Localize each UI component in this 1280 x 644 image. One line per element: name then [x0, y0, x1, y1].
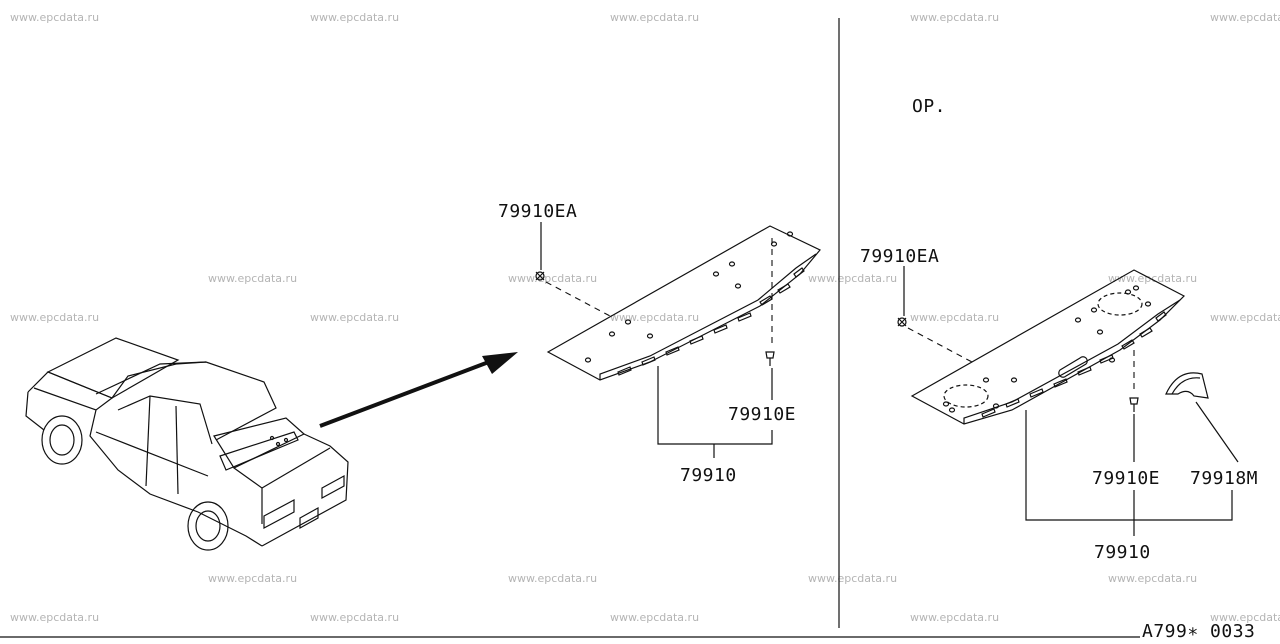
push-clip-icon — [765, 351, 775, 366]
part-label-shelf: 79910 — [680, 465, 737, 486]
option-label: OP. — [912, 96, 946, 117]
push-clip-icon — [1129, 397, 1139, 412]
part-label-clip-e: 79910E — [1092, 468, 1160, 489]
part-label-clip-e: 79910E — [728, 404, 796, 425]
watermark: www.epcdata.ru — [910, 311, 999, 324]
watermark: www.epcdata.ru — [808, 272, 897, 285]
watermark: www.epcdata.ru — [1108, 272, 1197, 285]
car-illustration — [25, 337, 349, 551]
arrow-icon — [319, 352, 518, 428]
leader-dashed — [907, 327, 973, 363]
watermark: www.epcdata.ru — [610, 11, 699, 24]
watermark: www.epcdata.ru — [10, 311, 99, 324]
clip-icon — [535, 271, 545, 281]
watermark: www.epcdata.ru — [1210, 11, 1280, 24]
watermark: www.epcdata.ru — [1210, 611, 1280, 624]
watermark: www.epcdata.ru — [1108, 572, 1197, 585]
watermark: www.epcdata.ru — [10, 11, 99, 24]
watermark: www.epcdata.ru — [208, 272, 297, 285]
watermark: www.epcdata.ru — [610, 611, 699, 624]
watermark: www.epcdata.ru — [910, 611, 999, 624]
watermark: www.epcdata.ru — [208, 572, 297, 585]
shelf-vent-slots — [981, 311, 1167, 418]
watermark: www.epcdata.ru — [310, 611, 399, 624]
clip-icon — [897, 317, 907, 327]
rear-parcel-shelf-right — [910, 269, 1186, 425]
rear-parcel-shelf-left — [546, 225, 821, 381]
part-label-shelf: 79910 — [1094, 542, 1151, 563]
watermark: www.epcdata.ru — [508, 272, 597, 285]
bracket-line — [657, 366, 773, 445]
watermark: www.epcdata.ru — [508, 572, 597, 585]
bracket-line — [1025, 410, 1233, 521]
part-label-clip-ea: 79910EA — [498, 201, 577, 222]
watermark: www.epcdata.ru — [910, 11, 999, 24]
watermark: www.epcdata.ru — [310, 311, 399, 324]
watermark: www.epcdata.ru — [610, 311, 699, 324]
watermark: www.epcdata.ru — [310, 11, 399, 24]
part-label-clip-ea: 79910EA — [860, 246, 939, 267]
watermark-layer: www.epcdata.ru www.epcdata.ru www.epcdat… — [10, 11, 1280, 624]
leader-line — [1195, 401, 1239, 463]
watermark: www.epcdata.ru — [1210, 311, 1280, 324]
watermark: www.epcdata.ru — [10, 611, 99, 624]
leader-dashed — [545, 281, 611, 317]
diagram-code: A799∗ 0033 — [1142, 621, 1255, 640]
speaker-cover-icon — [1165, 372, 1209, 399]
part-label-speaker-cover: 79918M — [1190, 468, 1258, 489]
watermark: www.epcdata.ru — [808, 572, 897, 585]
